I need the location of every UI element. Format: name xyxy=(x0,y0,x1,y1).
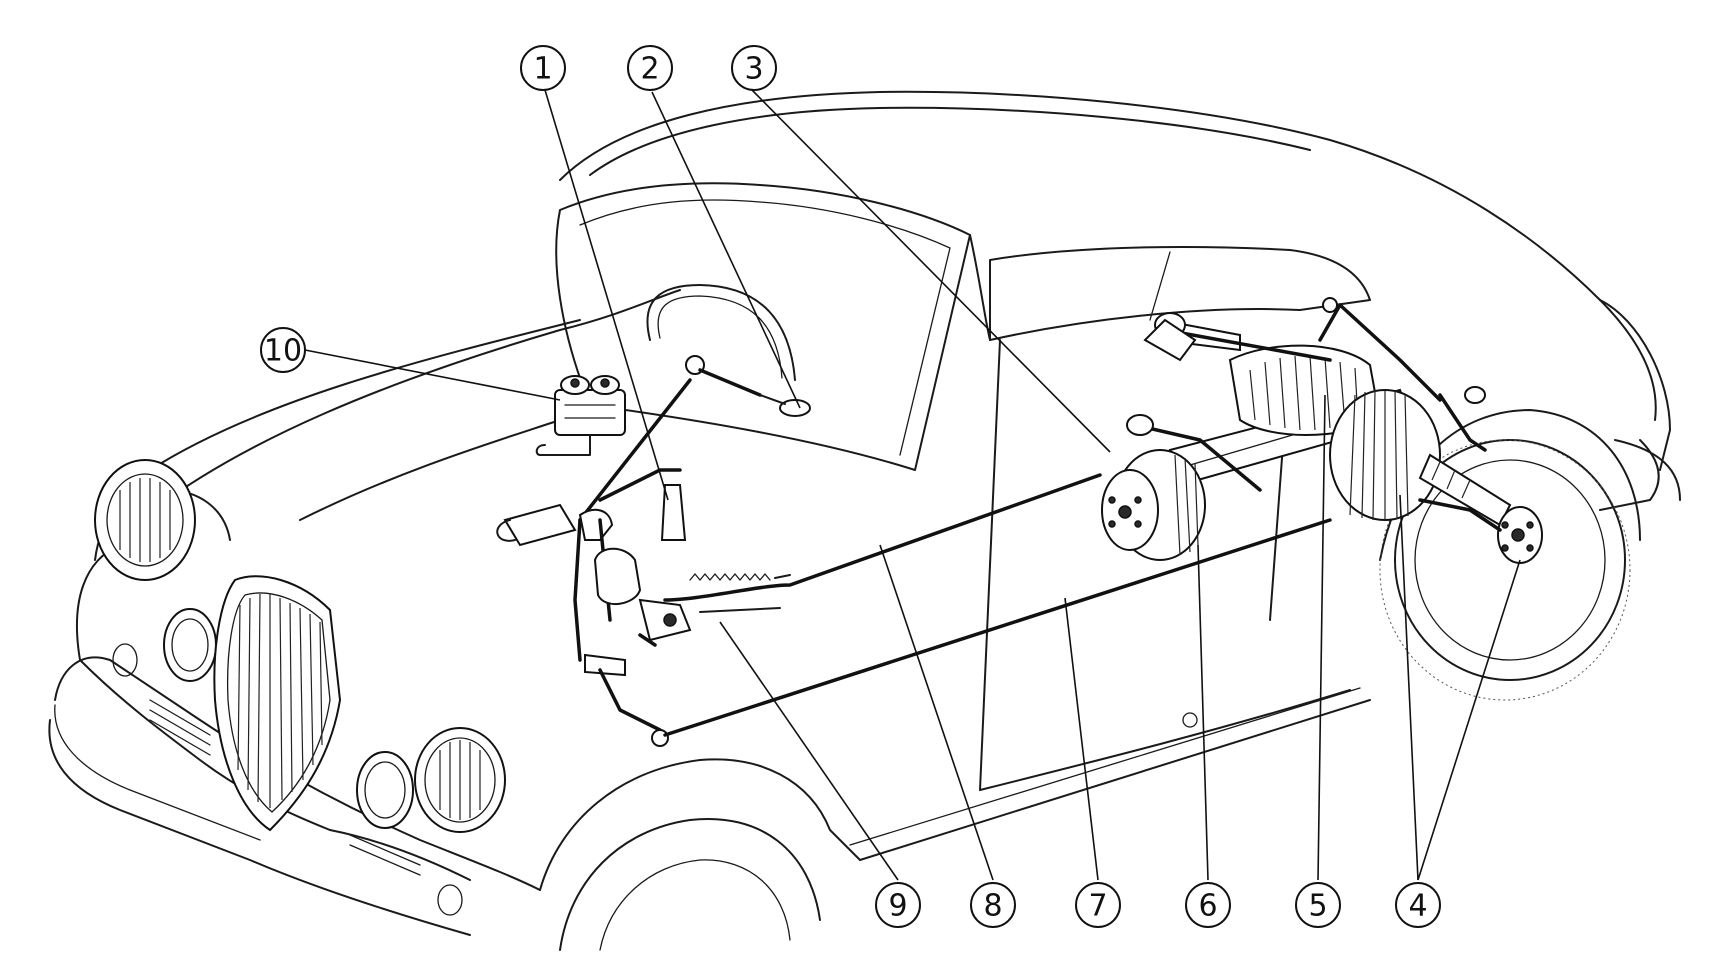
callout-9: 9 xyxy=(875,882,921,928)
callout-1-number: 1 xyxy=(533,52,552,87)
rear-axle-assembly xyxy=(1101,297,1543,564)
handbrake-cable xyxy=(663,518,1332,737)
callout-8-number: 8 xyxy=(983,889,1002,924)
brake-pedal-assembly xyxy=(496,378,791,747)
callout-7: 7 xyxy=(1075,882,1121,928)
callout-2: 2 xyxy=(627,45,673,91)
callout-10-number: 10 xyxy=(264,334,302,369)
callout-10: 10 xyxy=(260,327,306,373)
callout-2-number: 2 xyxy=(640,52,659,87)
callout-5-number: 5 xyxy=(1308,889,1327,924)
callout-3-number: 3 xyxy=(744,52,763,87)
callout-7-number: 7 xyxy=(1088,889,1107,924)
callout-8: 8 xyxy=(970,882,1016,928)
callout-6-number: 6 xyxy=(1198,889,1217,924)
callout-5: 5 xyxy=(1295,882,1341,928)
brake-system xyxy=(496,297,1543,747)
callout-4-number: 4 xyxy=(1408,889,1427,924)
rear-brake-line xyxy=(663,473,1102,602)
car-front-details xyxy=(94,459,506,916)
brake-fluid-reservoir xyxy=(535,375,626,456)
steering-wheel xyxy=(646,284,796,381)
callout-3: 3 xyxy=(731,45,777,91)
callout-6: 6 xyxy=(1185,882,1231,928)
callout-4: 4 xyxy=(1395,882,1441,928)
callout-9-number: 9 xyxy=(888,889,907,924)
callout-1: 1 xyxy=(520,45,566,91)
leader-lines xyxy=(304,89,1521,881)
brake-pipe-front xyxy=(699,607,781,613)
car-body xyxy=(48,90,1681,951)
handbrake-lever xyxy=(685,355,811,417)
